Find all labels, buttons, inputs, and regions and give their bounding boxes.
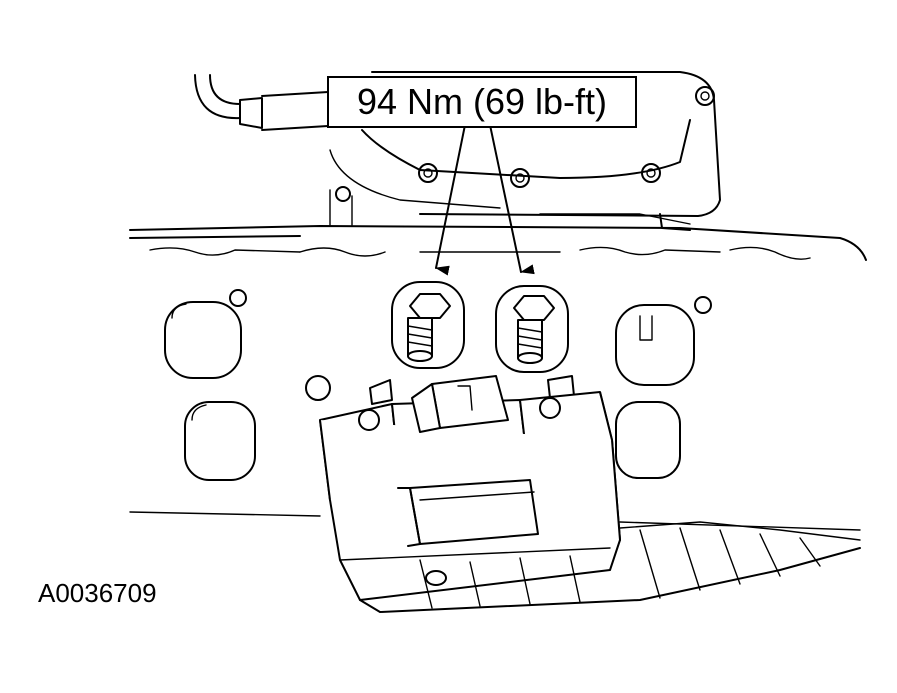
torque-callout: 94 Nm (69 lb-ft) — [327, 76, 637, 128]
figure-id: A0036709 — [38, 578, 157, 608]
torque-callout-text: 94 Nm (69 lb-ft) — [356, 81, 608, 122]
callout-arrows — [435, 124, 535, 276]
frame-slots — [164, 289, 712, 481]
stud-left — [391, 281, 465, 369]
cable-hose — [194, 74, 329, 131]
lower-casting — [359, 521, 861, 613]
stud-right — [495, 285, 569, 373]
transmission-housing — [329, 71, 721, 231]
transmission-mount — [319, 375, 621, 601]
